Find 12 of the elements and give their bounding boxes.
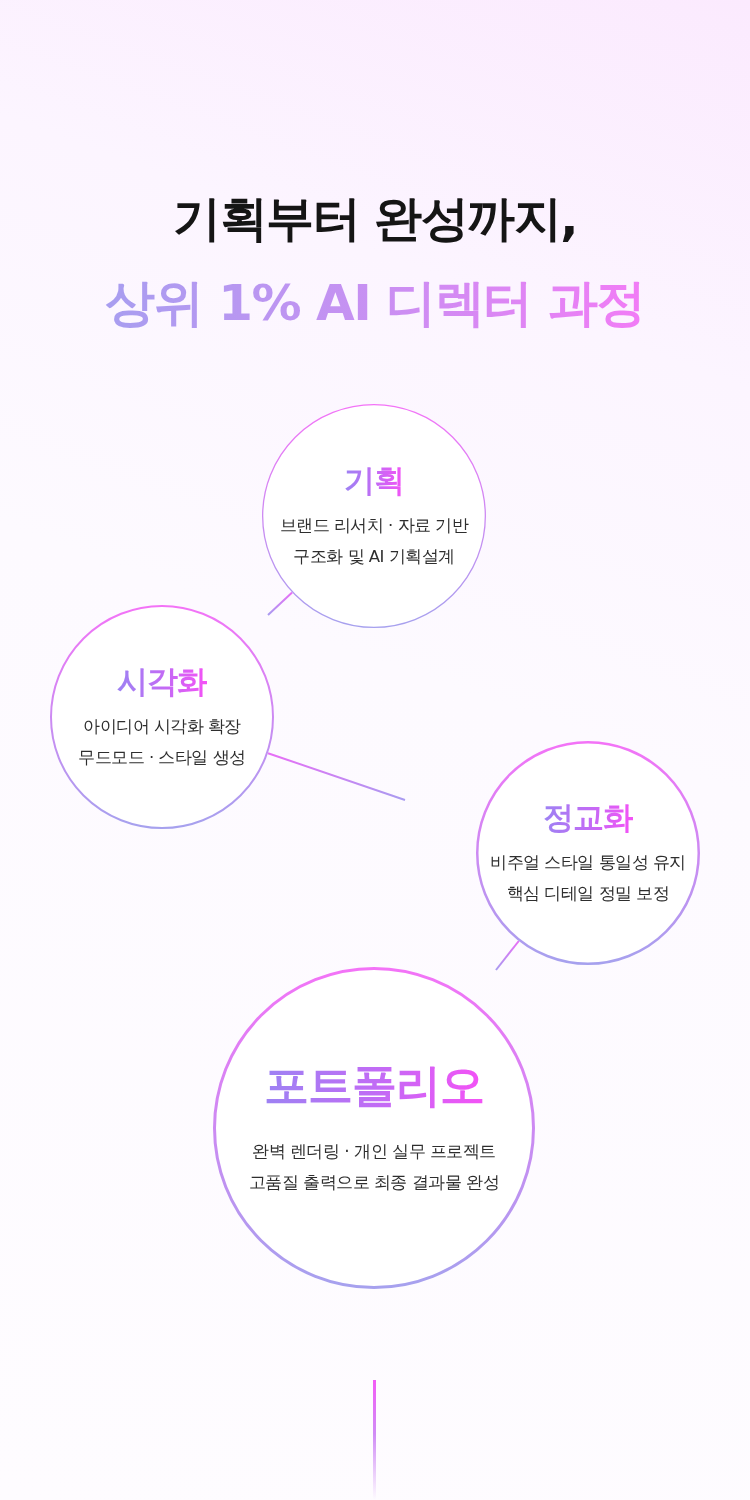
step-description: 완벽 렌더링 · 개인 실무 프로젝트 고품질 출력으로 최종 결과물 완성 [247, 1140, 501, 1194]
connector-line [495, 940, 520, 971]
step-description: 비주얼 스타일 통일성 유지 핵심 디테일 정밀 보정 [489, 851, 687, 905]
step-circle [262, 404, 486, 628]
step-description: 브랜드 리서치 · 자료 기반 구조화 및 AI 기획설계 [278, 514, 470, 568]
connector-line [267, 752, 406, 801]
step-circle [50, 605, 274, 829]
step-circle [213, 967, 535, 1289]
step-description: 아이디어 시각화 확장 무드모드 · 스타일 생성 [77, 715, 247, 769]
connector-line [267, 591, 294, 616]
step-circle [476, 741, 700, 965]
page-title: 기획부터 완성까지, [173, 189, 577, 248]
